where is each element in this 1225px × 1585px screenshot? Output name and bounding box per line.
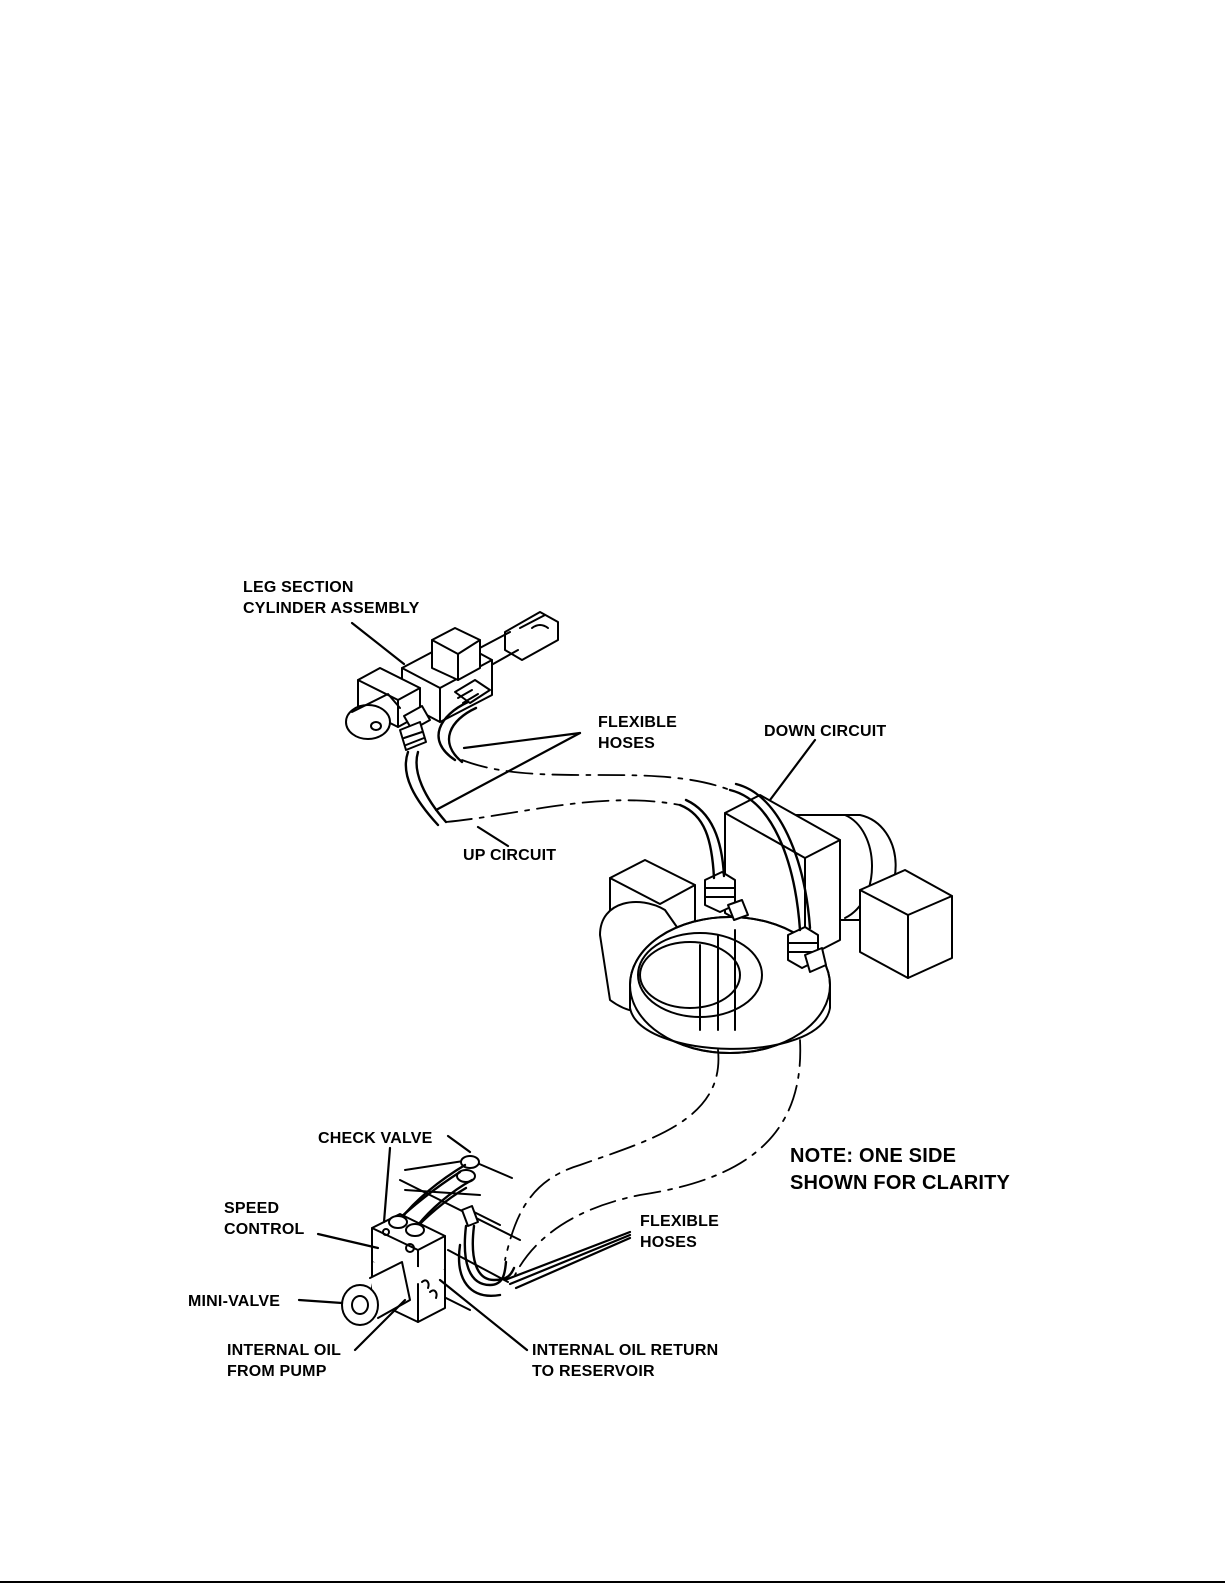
mini-valve-assembly (342, 1156, 520, 1325)
central-cylinder-assembly (600, 784, 952, 1053)
label-leg-section-line1: LEG SECTION (243, 577, 354, 598)
label-leg-section-line2: CYLINDER ASSEMBLY (243, 598, 419, 619)
label-speed-control-line2: CONTROL (224, 1219, 305, 1240)
label-internal-oil-return-line2: TO RESERVOIR (532, 1361, 655, 1382)
label-check-valve: CHECK VALVE (318, 1128, 433, 1149)
hose-path-top (446, 760, 730, 822)
label-up-circuit: UP CIRCUIT (463, 845, 556, 866)
label-flexible-hoses-bottom-line1: FLEXIBLE (640, 1211, 719, 1232)
label-flexible-hoses-bottom-line2: HOSES (640, 1232, 697, 1253)
label-flexible-hoses-top-line2: HOSES (598, 733, 655, 754)
note-line1: NOTE: ONE SIDE (790, 1143, 956, 1169)
page-bottom-rule (0, 1581, 1225, 1583)
label-internal-oil-return-line1: INTERNAL OIL RETURN (532, 1340, 718, 1361)
label-flexible-hoses-top-line1: FLEXIBLE (598, 712, 677, 733)
label-internal-oil-pump-line1: INTERNAL OIL (227, 1340, 341, 1361)
label-internal-oil-pump-line2: FROM PUMP (227, 1361, 327, 1382)
label-speed-control-line1: SPEED (224, 1198, 279, 1219)
label-mini-valve: MINI-VALVE (188, 1291, 280, 1312)
label-down-circuit: DOWN CIRCUIT (764, 721, 886, 742)
note-line2: SHOWN FOR CLARITY (790, 1170, 1010, 1196)
